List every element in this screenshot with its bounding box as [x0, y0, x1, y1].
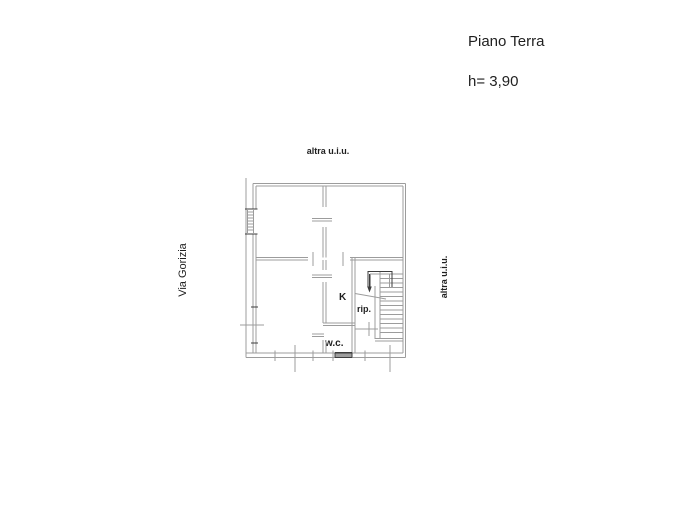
- middle-partition-wall: [256, 252, 403, 266]
- staircase-direction-arrow-icon: [354, 274, 387, 300]
- wc-walls: [312, 322, 355, 353]
- exterior-walls: [245, 183, 406, 358]
- left-wall-opening-marks: [240, 306, 264, 344]
- left-wall-window-icon: [245, 208, 258, 235]
- label-adjacent-unit-top: altra u.i.u.: [306, 146, 350, 156]
- central-partition-wall: [312, 186, 332, 323]
- bottom-wall-ticks: [274, 345, 391, 372]
- staircase-upper-flight-outline: [367, 271, 393, 287]
- label-wc-room: w.c.: [325, 338, 344, 349]
- stairwell-wall: [351, 257, 378, 353]
- label-kitchen-room: K: [339, 292, 347, 303]
- floor-height-label: h= 3,90: [468, 73, 519, 90]
- page-title: Piano Terra: [468, 33, 545, 50]
- label-storage-room: rip.: [357, 304, 372, 314]
- bottom-wall-window-icon: [334, 352, 353, 358]
